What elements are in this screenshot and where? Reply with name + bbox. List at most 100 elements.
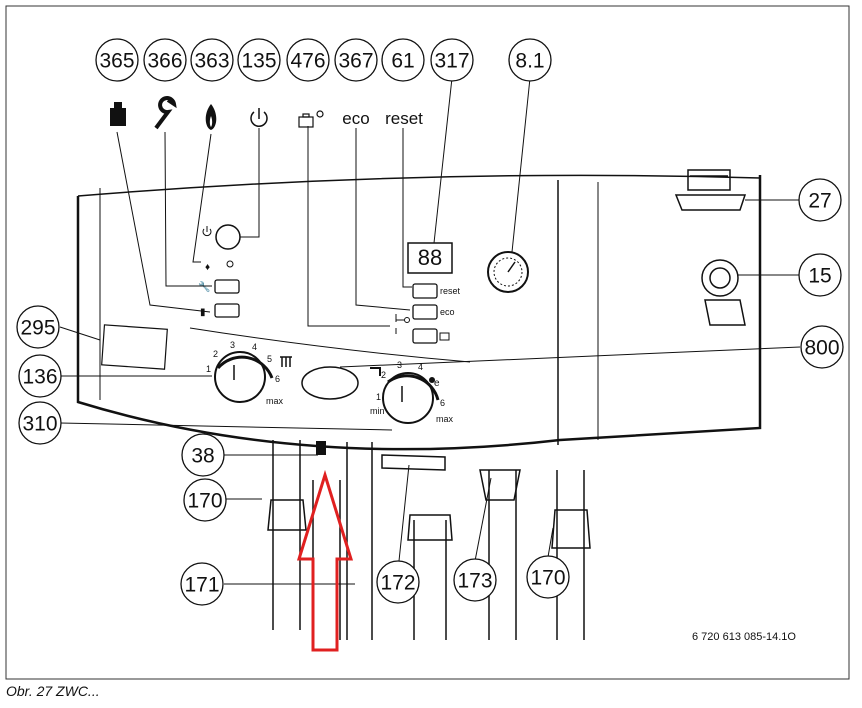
callout-label-27: 27: [808, 190, 831, 213]
callout-label-15: 15: [808, 265, 831, 288]
gas-valve-handle: [381, 454, 446, 471]
water-tick-4: 4: [418, 362, 423, 372]
water-max-label: max: [436, 414, 454, 424]
callout-label-136: 136: [22, 366, 57, 389]
callout-circle-61: [381, 38, 425, 82]
water-tick-6: 6: [440, 398, 445, 408]
display-digits: 88: [418, 245, 442, 270]
callout-circle-8.1: [508, 38, 552, 82]
callout-label-8.1: 8.1: [515, 50, 544, 73]
heating-tick-6: 6: [275, 374, 280, 384]
chimney-button[interactable]: [214, 303, 240, 318]
callout-label-363: 363: [194, 50, 229, 73]
power-small-icon: [202, 226, 212, 237]
drain-valve: [316, 441, 326, 455]
heating-tick-5: 5: [267, 354, 272, 364]
chimney-sweep-icon: [110, 102, 126, 126]
frame: [5, 5, 850, 680]
callout-circle-317: [430, 38, 474, 82]
callout-label-800: 800: [804, 337, 839, 360]
hot-water-dial[interactable]: [382, 372, 434, 424]
callout-label-476: 476: [290, 50, 325, 73]
callout-circle-476: [286, 38, 330, 82]
water-tick-3: 3: [397, 360, 402, 370]
pressure-gauge-inner: [493, 257, 523, 287]
callout-label-61: 61: [391, 50, 414, 73]
air-vent-27: [674, 169, 747, 211]
leader-lines: [59, 77, 801, 585]
water-dial-dot: [429, 377, 435, 383]
callout-circle-15: [798, 253, 842, 297]
eco-button[interactable]: [412, 304, 438, 320]
callout-label-172: 172: [380, 572, 415, 595]
callout-label-170a: 170: [187, 490, 222, 513]
heating-tick-3: 3: [230, 340, 235, 350]
heating-tick-1: 1: [206, 364, 211, 374]
callout-circle-800: [800, 325, 844, 369]
callout-circle-366: [143, 38, 187, 82]
callout-circle-172: [376, 560, 420, 604]
callout-label-170b: 170: [530, 567, 565, 590]
holiday-small-icon: [439, 332, 450, 341]
digital-display: [407, 242, 453, 274]
callout-label-38: 38: [191, 445, 214, 468]
holiday-suitcase-icon: [298, 110, 324, 128]
callout-label-173: 173: [457, 570, 492, 593]
callout-circle-170b: [526, 555, 570, 599]
power-icon: [250, 108, 268, 127]
status-lamp-oval: [301, 366, 359, 400]
callout-label-171: 171: [184, 574, 219, 597]
callout-circle-38: [181, 433, 225, 477]
callout-circle-295: [16, 305, 60, 349]
callout-circle-310: [18, 401, 62, 445]
service-button[interactable]: [214, 279, 240, 294]
callout-label-310: 310: [22, 413, 57, 436]
callout-circle-171: [180, 562, 224, 606]
reset-button[interactable]: [412, 283, 438, 299]
heating-dial-scale: [216, 355, 274, 379]
callout-label-295: 295: [20, 317, 55, 340]
key-lock-dot: [404, 317, 410, 323]
key-lock-icon: [395, 314, 404, 334]
callout-circle-365: [95, 38, 139, 82]
callout-label-317: 317: [434, 50, 469, 73]
water-e-label: e: [434, 378, 440, 389]
heating-dial[interactable]: [214, 351, 266, 403]
power-button[interactable]: [215, 224, 241, 250]
water-tick-2: 2: [381, 370, 386, 380]
red-arrow: [296, 469, 354, 652]
heating-max-label: max: [266, 396, 284, 406]
eco-panel-label: eco: [440, 307, 455, 317]
callout-label-365: 365: [99, 50, 134, 73]
callout-circle-170a: [183, 478, 227, 522]
chimney-small-icon: ▮: [200, 307, 206, 318]
callout-label-367: 367: [338, 50, 373, 73]
callout-circle-173: [453, 558, 497, 602]
reset-top-label: reset: [385, 109, 423, 128]
callout-circle-367: [334, 38, 378, 82]
connection-15: [701, 259, 746, 326]
holiday-button[interactable]: [412, 328, 438, 344]
figure-caption: Obr. 27 ZWC...: [6, 683, 100, 699]
callout-circle-27: [798, 178, 842, 222]
water-tick-1: 1: [376, 392, 381, 402]
callout-circle-135: [237, 38, 281, 82]
boiler-top-edge: [77, 174, 761, 197]
callout-label-135: 135: [241, 50, 276, 73]
cover-plate: [101, 324, 168, 370]
tap-icon: [370, 367, 381, 376]
callout-circle-363: [190, 38, 234, 82]
eco-top-label: eco: [342, 109, 369, 128]
heating-tick-2: 2: [213, 349, 218, 359]
reset-panel-label: reset: [440, 286, 461, 296]
wrench-icon: [154, 96, 177, 130]
flame-small-icon: ♦: [205, 262, 210, 273]
flame-indicator: [226, 260, 234, 268]
flame-icon: [205, 104, 217, 130]
callout-circle-136: [18, 354, 62, 398]
pressure-gauge-needle: [507, 261, 516, 273]
callout-label-366: 366: [147, 50, 182, 73]
